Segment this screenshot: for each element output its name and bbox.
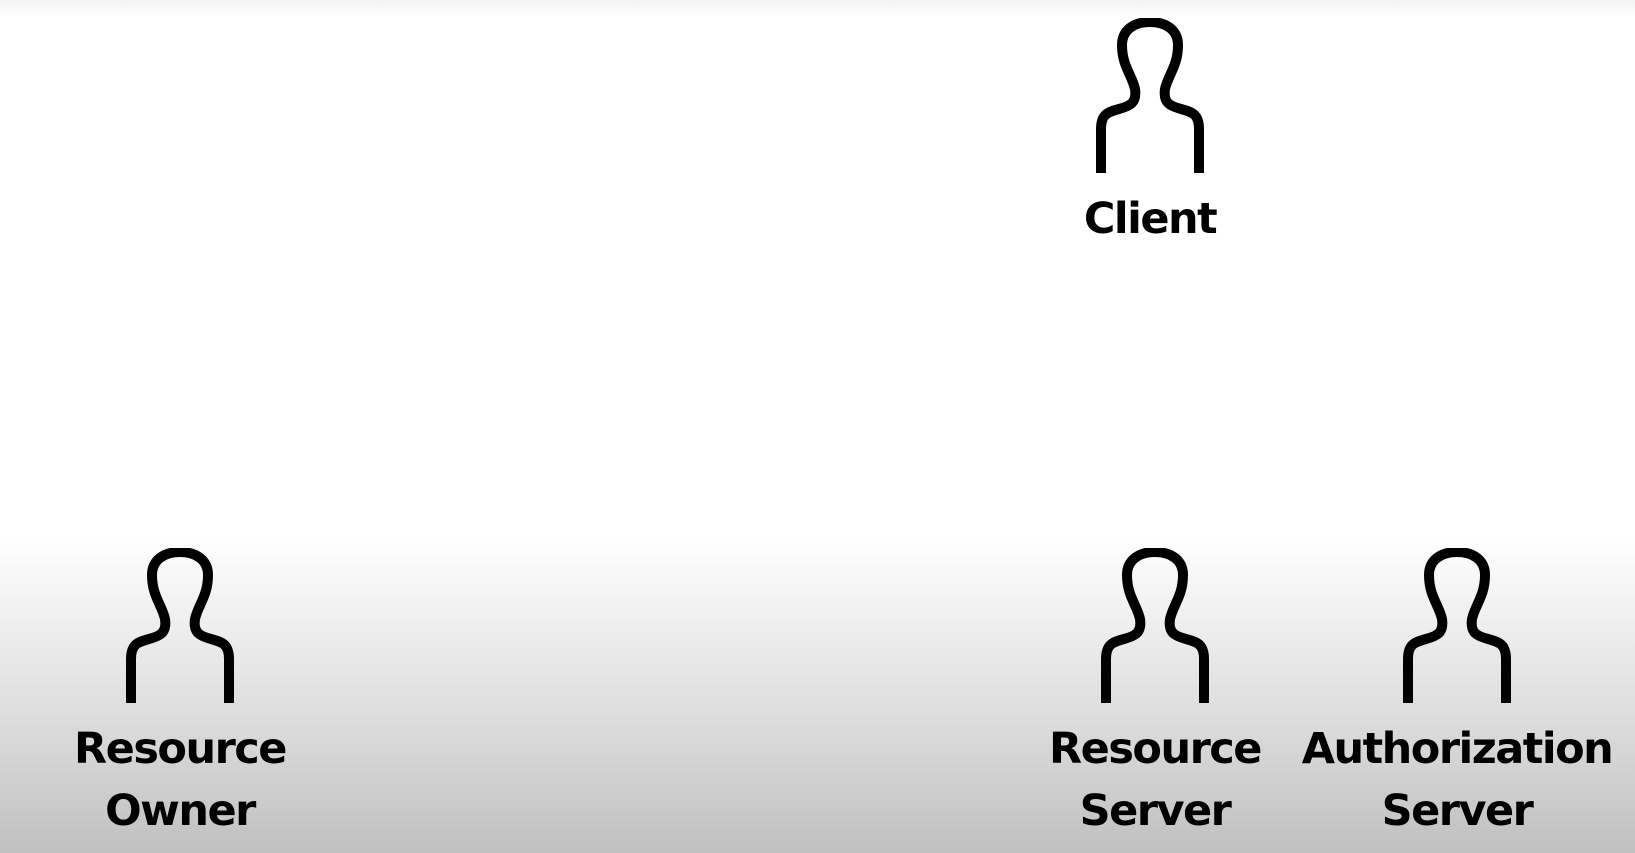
actor-client: Client [980, 18, 1320, 250]
person-icon [126, 548, 234, 703]
actor-label: Authorization Server [1301, 718, 1614, 842]
actor-label-line: Resource [1049, 724, 1262, 774]
person-icon [1096, 18, 1204, 173]
actor-label-line: Resource [74, 724, 287, 774]
actor-label-line: Owner [105, 786, 256, 836]
actor-authorization-server: Authorization Server [1287, 548, 1627, 842]
actor-resource-server: Resource Server [985, 548, 1325, 842]
actor-resource-owner: Resource Owner [10, 548, 350, 842]
actor-label-line: Client [1083, 194, 1218, 244]
actor-label: Client [1083, 188, 1218, 250]
actor-label: Resource Owner [74, 718, 287, 842]
actor-label-line: Server [1079, 786, 1232, 836]
person-icon [1403, 548, 1511, 703]
actor-label-line: Server [1381, 786, 1534, 836]
person-icon [1101, 548, 1209, 703]
actor-label: Resource Server [1049, 718, 1262, 842]
actor-label-line: Authorization [1301, 724, 1614, 774]
